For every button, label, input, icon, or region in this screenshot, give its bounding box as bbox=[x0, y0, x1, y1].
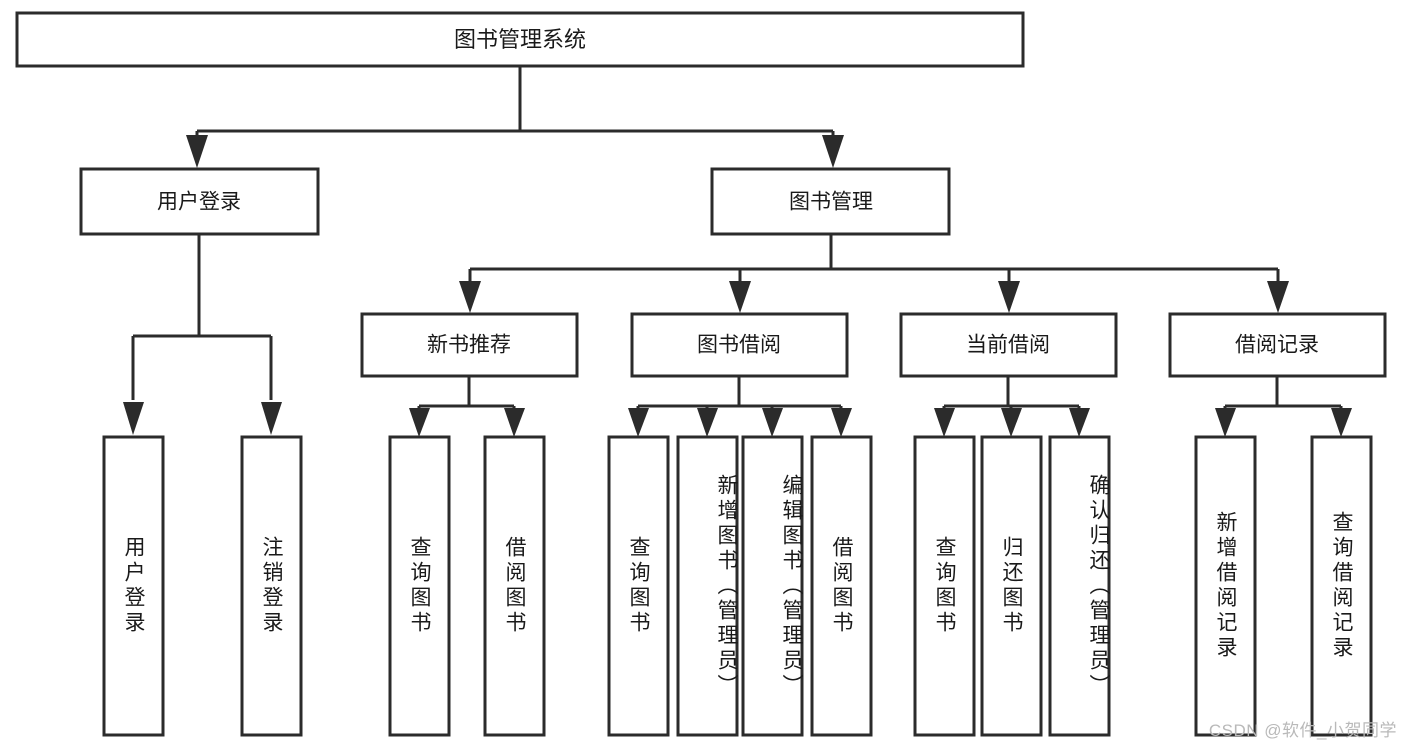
connector-group-book-management bbox=[459, 234, 1289, 313]
arrow-head-leaf-query-book-1 bbox=[409, 408, 430, 437]
connector-group-borrow-record bbox=[1215, 376, 1352, 437]
arrow-head-leaf-user-login bbox=[123, 402, 144, 435]
arrow-head-book-management bbox=[822, 135, 844, 168]
node-box-leaf-add-record[interactable] bbox=[1194, 435, 1257, 737]
connector-group-current-borrow bbox=[934, 376, 1090, 437]
arrow-head-leaf-query-record bbox=[1331, 408, 1352, 437]
node-box-leaf-borrow-book-2[interactable] bbox=[810, 435, 873, 737]
node-box-leaf-query-book-3[interactable] bbox=[913, 435, 976, 737]
node-box-user-login[interactable] bbox=[79, 167, 320, 236]
node-label-title-system: 图书管理系统 bbox=[454, 27, 586, 52]
node-box-leaf-add-book[interactable] bbox=[676, 435, 739, 737]
arrow-head-leaf-edit-book bbox=[762, 408, 783, 437]
node-box-leaf-confirm-return[interactable] bbox=[1048, 435, 1111, 737]
arrow-head-borrow-record bbox=[1267, 281, 1289, 313]
connector-group-new-book-recommend bbox=[409, 376, 525, 437]
node-label-current-borrow: 当前借阅 bbox=[966, 334, 1050, 357]
arrow-head-leaf-borrow-book-1 bbox=[504, 408, 525, 437]
arrow-head-user-login bbox=[186, 135, 208, 168]
node-box-book-management[interactable] bbox=[710, 167, 951, 236]
node-box-current-borrow[interactable] bbox=[899, 312, 1118, 378]
node-label-book-borrow: 图书借阅 bbox=[697, 334, 781, 357]
arrow-head-leaf-query-book-3 bbox=[934, 408, 955, 437]
arrow-head-leaf-add-book bbox=[697, 408, 718, 437]
node-label-new-book-recommend: 新书推荐 bbox=[427, 334, 511, 357]
node-box-leaf-borrow-book-1[interactable] bbox=[483, 435, 546, 737]
node-box-leaf-return-book[interactable] bbox=[980, 435, 1043, 737]
node-box-book-borrow[interactable] bbox=[630, 312, 849, 378]
node-borrow-record[interactable]: 借阅记录 bbox=[1168, 312, 1387, 378]
node-title-system[interactable]: 图书管理系统 bbox=[15, 11, 1025, 68]
node-box-borrow-record[interactable] bbox=[1168, 312, 1387, 378]
node-box-title-system[interactable] bbox=[15, 11, 1025, 68]
node-book-borrow[interactable]: 图书借阅 bbox=[630, 312, 849, 378]
arrow-head-leaf-query-book-2 bbox=[628, 408, 649, 437]
connector-group-book-borrow bbox=[628, 376, 852, 437]
watermark-label: CSDN @软件_小贺同学 bbox=[1208, 721, 1397, 740]
arrow-head-leaf-add-record bbox=[1215, 408, 1236, 437]
node-box-new-book-recommend[interactable] bbox=[360, 312, 579, 378]
node-box-leaf-query-record[interactable] bbox=[1310, 435, 1373, 737]
node-current-borrow[interactable]: 当前借阅 bbox=[899, 312, 1118, 378]
node-user-login[interactable]: 用户登录 bbox=[79, 167, 320, 236]
arrow-head-book-borrow bbox=[729, 281, 751, 313]
connector-group-user-login bbox=[123, 234, 282, 435]
arrow-head-leaf-logout bbox=[261, 402, 282, 435]
node-label-user-login: 用户登录 bbox=[157, 191, 241, 214]
arrow-head-new-book-recommend bbox=[459, 281, 481, 313]
node-label-book-management: 图书管理 bbox=[789, 191, 873, 214]
arrow-head-leaf-confirm-return bbox=[1069, 408, 1090, 437]
leaf-boxes bbox=[102, 435, 1373, 737]
arrow-head-current-borrow bbox=[998, 281, 1020, 313]
node-book-management[interactable]: 图书管理 bbox=[710, 167, 951, 236]
node-box-leaf-query-book-1[interactable] bbox=[388, 435, 451, 737]
node-label-borrow-record: 借阅记录 bbox=[1235, 334, 1319, 357]
arrow-head-leaf-return-book bbox=[1001, 408, 1022, 437]
connector-group-root bbox=[186, 66, 844, 168]
node-box-leaf-logout[interactable] bbox=[240, 435, 303, 737]
node-box-leaf-user-login[interactable] bbox=[102, 435, 165, 737]
node-box-leaf-query-book-2[interactable] bbox=[607, 435, 670, 737]
node-new-book-recommend[interactable]: 新书推荐 bbox=[360, 312, 579, 378]
arrow-head-leaf-borrow-book-2 bbox=[831, 408, 852, 437]
node-box-leaf-edit-book[interactable] bbox=[741, 435, 804, 737]
